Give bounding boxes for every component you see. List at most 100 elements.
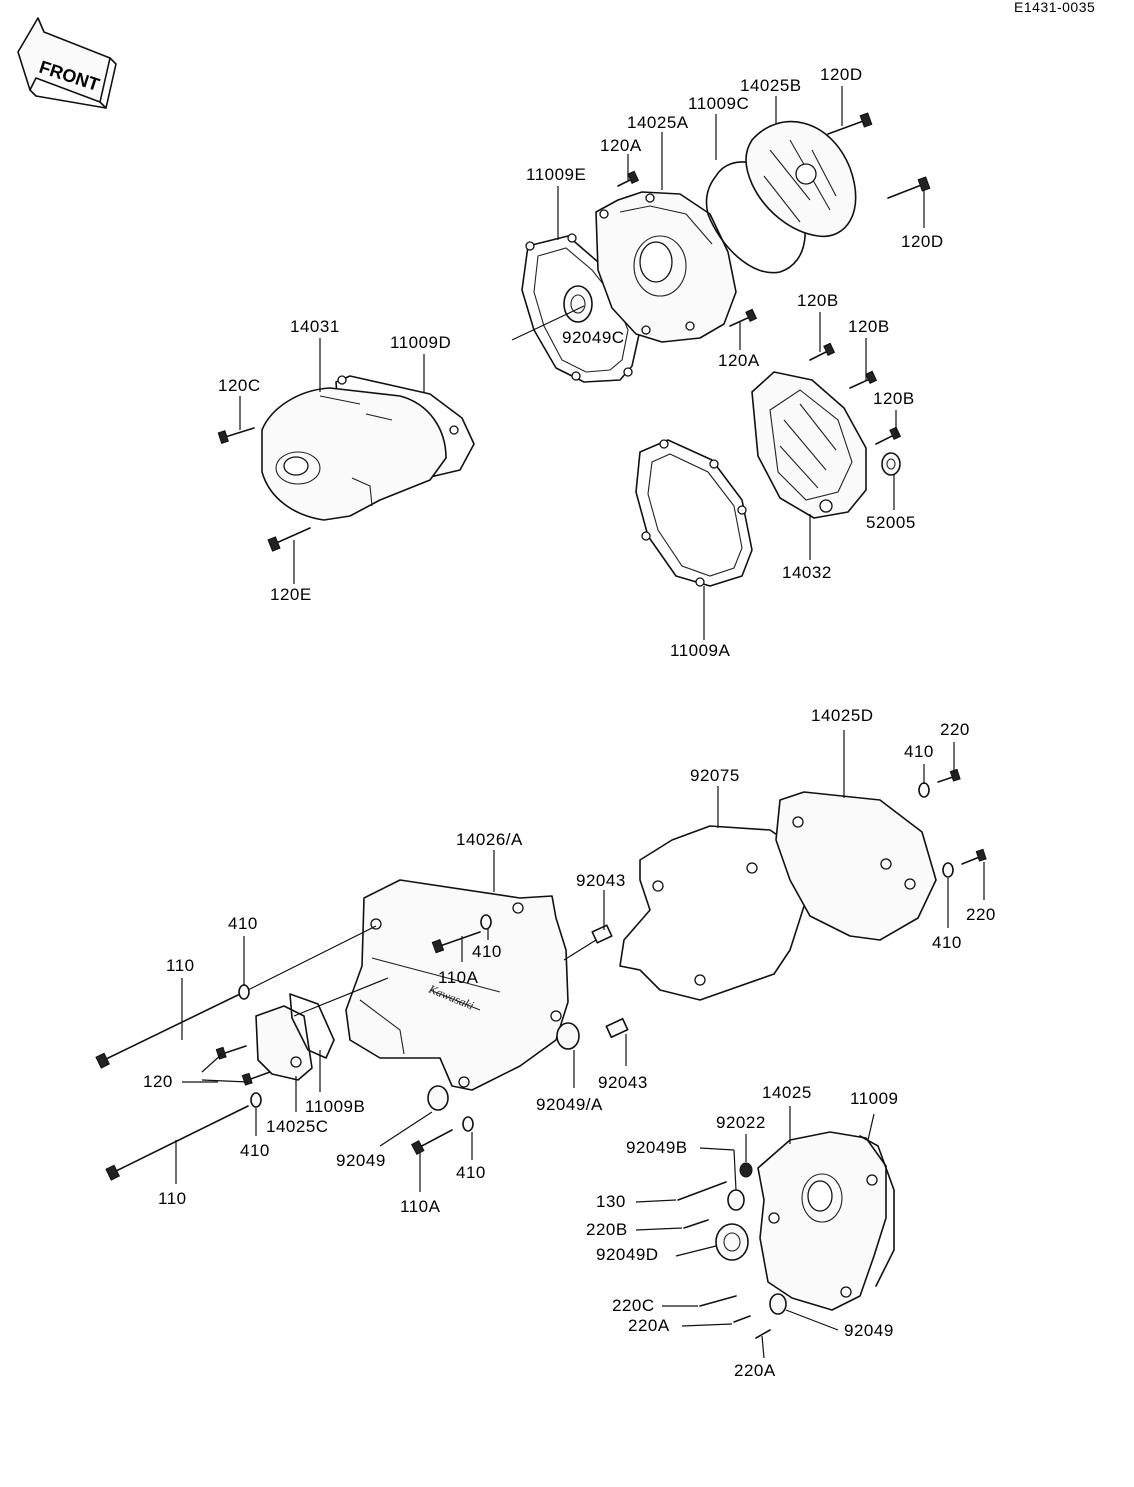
label-220-top: 220 [940, 720, 970, 739]
label-14026a: 14026/A [456, 830, 523, 849]
bolt-120a-top [617, 170, 640, 187]
seal-92049b [727, 1189, 745, 1211]
label-11009a: 11009A [670, 641, 731, 660]
dowel-92043-top [591, 924, 613, 944]
label-14025c: 14025C [266, 1117, 329, 1136]
label-410-right: 410 [932, 933, 962, 952]
label-92043-mid: 92043 [598, 1073, 648, 1092]
diagram-code: E1431-0035 [1014, 0, 1095, 15]
label-92049a: 92049/A [536, 1095, 603, 1114]
bolt-220-right [961, 848, 987, 865]
label-220b: 220B [586, 1220, 628, 1239]
gasket-11009e [521, 233, 641, 383]
bolt-120c [217, 427, 255, 445]
label-410-a: 410 [228, 914, 258, 933]
label-120c: 120C [218, 376, 261, 395]
bolt-220c [699, 1295, 737, 1307]
bolt-120b-2 [849, 370, 878, 389]
cover-14026a: Kawasaki [345, 879, 569, 1091]
bolt-110a-top [431, 931, 481, 954]
dowel-92043-mid [605, 1017, 629, 1039]
washer-410-d [462, 1116, 474, 1132]
washer-410-a [238, 984, 250, 1000]
label-220c: 220C [612, 1296, 655, 1315]
washer-410-top [918, 782, 930, 798]
label-14032: 14032 [782, 563, 832, 582]
cover-14032 [751, 371, 867, 519]
seal-92049a [556, 1022, 580, 1050]
label-110a-top: 110A [438, 968, 479, 987]
label-14025d: 14025D [811, 706, 874, 725]
bolt-120d-bottom [887, 176, 931, 199]
gasket-92075 [619, 825, 807, 1001]
bolt-120b-1 [809, 342, 836, 361]
label-120b-2: 120B [848, 317, 890, 336]
label-92022: 92022 [716, 1113, 766, 1132]
cover-14025 [757, 1131, 887, 1311]
label-220a-1: 220A [628, 1316, 670, 1335]
label-92049-right: 92049 [844, 1321, 894, 1340]
label-110-bottom: 110 [158, 1189, 187, 1208]
bolt-220a-1 [733, 1315, 751, 1323]
bolt-220-top [937, 768, 961, 783]
bolt-120d-top [827, 112, 873, 135]
label-120b-1: 120B [797, 291, 839, 310]
gasket-11009a [635, 439, 753, 587]
label-410-d: 410 [456, 1163, 486, 1182]
seal-92049c [563, 285, 593, 323]
cap-14025b [745, 120, 857, 238]
gasket-11009b [289, 993, 335, 1059]
gasket-11009 [859, 1135, 895, 1287]
label-11009e: 11009E [526, 165, 586, 184]
seal-92049-right [769, 1293, 787, 1315]
label-14025a: 14025A [627, 113, 689, 132]
label-410-b: 410 [472, 942, 502, 961]
label-410-c: 410 [240, 1141, 270, 1160]
label-92043-top: 92043 [576, 871, 626, 890]
cover-14025d [775, 791, 937, 941]
washer-410-right [942, 862, 954, 878]
bolt-120a-mid [729, 308, 758, 327]
label-120d-bottom: 120D [901, 232, 944, 251]
label-11009d: 11009D [390, 333, 451, 352]
housing-14025a [595, 191, 737, 343]
label-92049d: 92049D [596, 1245, 659, 1264]
label-52005: 52005 [866, 513, 916, 532]
label-120b-3: 120B [873, 389, 915, 408]
label-120a-mid: 120A [718, 351, 760, 370]
label-11009b: 11009B [305, 1097, 365, 1116]
washer-410-c [250, 1092, 262, 1108]
seal-92049d [715, 1223, 749, 1261]
label-220a-2: 220A [734, 1361, 776, 1380]
label-120e: 120E [270, 585, 312, 604]
label-220-right: 220 [966, 905, 996, 924]
label-110a-bottom: 110A [400, 1197, 441, 1216]
front-arrow-icon: FRONT [17, 17, 117, 109]
bolt-120e [267, 527, 311, 552]
label-110-top: 110 [166, 956, 195, 975]
seal-92022 [739, 1162, 753, 1178]
label-92049-left: 92049 [336, 1151, 386, 1170]
label-410-top: 410 [904, 742, 934, 761]
label-92075: 92075 [690, 766, 740, 785]
part-labels: 11009E 120A 14025A 11009C 14025B 120D 12… [143, 65, 996, 1380]
stud-110-bottom [105, 1105, 249, 1181]
plate-14025c [255, 1005, 313, 1081]
label-92049b: 92049B [626, 1138, 688, 1157]
label-130: 130 [596, 1192, 626, 1211]
cover-14031 [261, 387, 447, 521]
bolt-120b-3 [875, 426, 902, 445]
label-120a-top: 120A [600, 136, 642, 155]
bolt-220b [683, 1219, 709, 1229]
stud-110-top [95, 993, 241, 1069]
label-11009: 11009 [850, 1089, 899, 1108]
label-14031: 14031 [290, 317, 340, 336]
label-14025b: 14025B [740, 76, 802, 95]
leader-lines [175, 86, 985, 1359]
seal-92049-left [427, 1085, 449, 1111]
seal-52005 [881, 452, 901, 476]
bolt-130 [677, 1181, 727, 1201]
bolt-110a-bottom [410, 1129, 453, 1155]
bolt-220a-2 [755, 1329, 771, 1339]
label-14025: 14025 [762, 1083, 812, 1102]
